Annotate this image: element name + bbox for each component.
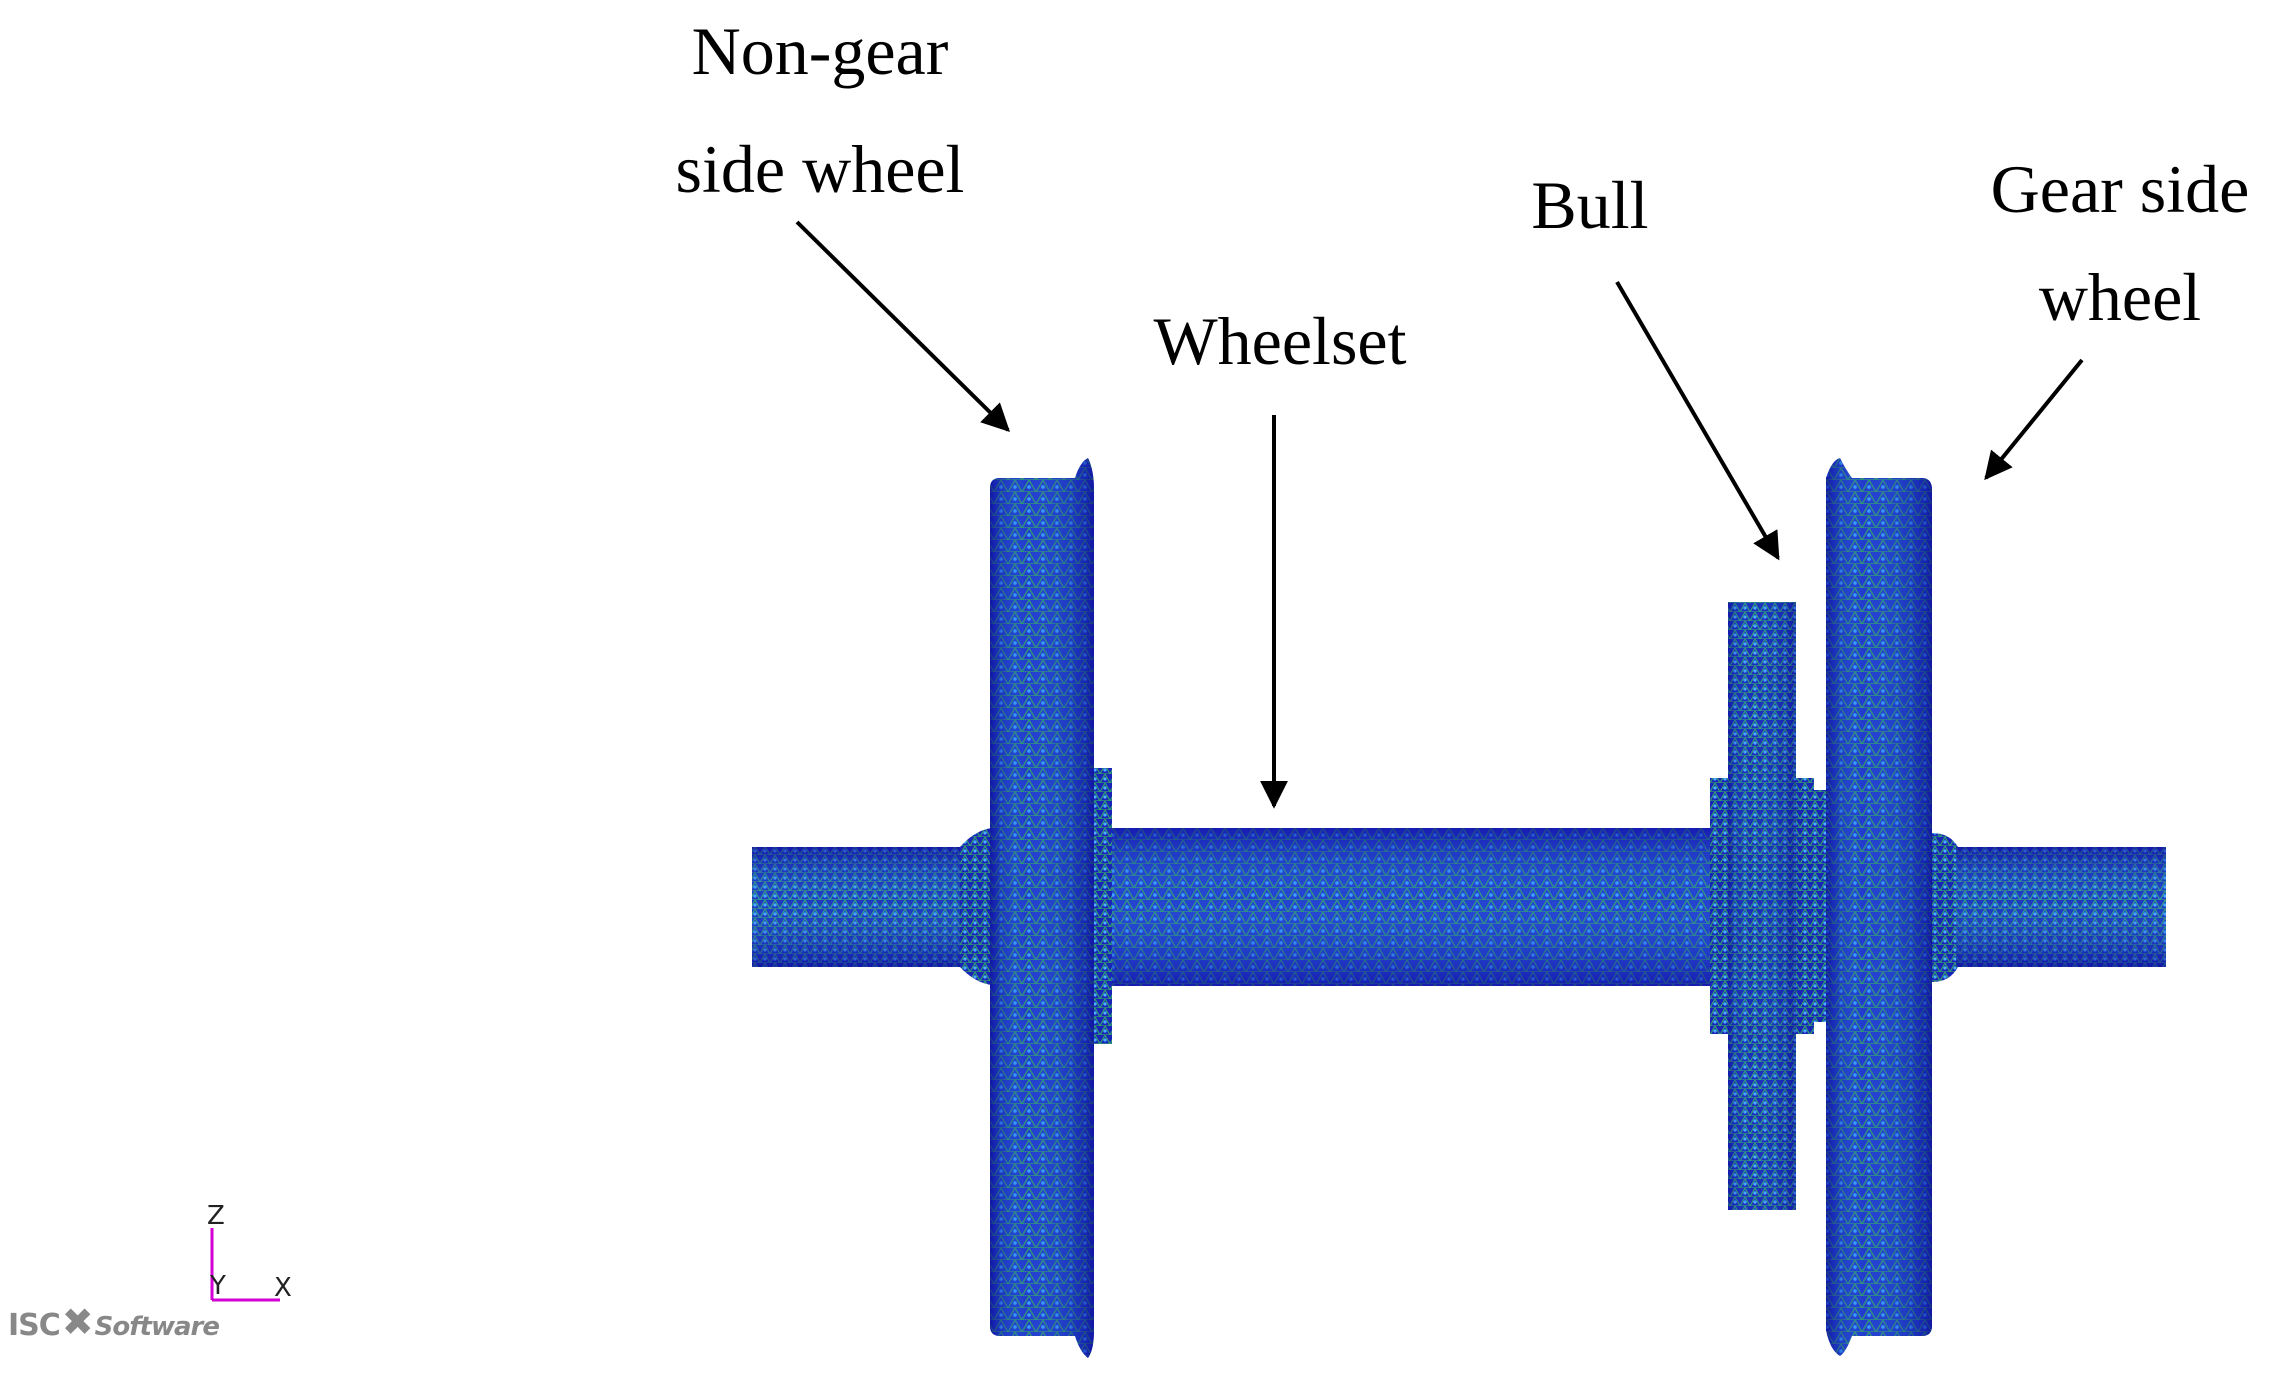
- triad-x-label: X: [274, 1273, 292, 1303]
- gear-side-wheel: [1826, 458, 1932, 1356]
- bull-gear: [1728, 602, 1796, 1210]
- logo-part2: Software: [94, 1312, 220, 1342]
- left-wheel-hub: [1090, 768, 1112, 1044]
- gear-side-wheel-label: Gear side wheel: [1960, 150, 2276, 336]
- bull-label: Bull: [1531, 167, 1649, 243]
- gear-side-wheel-label-line1: Gear side: [1990, 151, 2250, 227]
- bull-arrow: [1615, 280, 1780, 561]
- triad-z-label: Z: [207, 1201, 225, 1231]
- wheelset-label: Wheelset: [1153, 303, 1407, 379]
- isc-software-logo: ISC✖Software: [8, 1300, 220, 1344]
- logo-part1: ISC: [8, 1308, 61, 1343]
- non-gear-wheel-label: Non-gear side wheel: [640, 12, 1000, 208]
- triad-y-label: Y: [209, 1271, 226, 1301]
- coordinate-triad: Z Y X: [207, 1201, 292, 1303]
- right-axle-journal: [1932, 833, 2166, 982]
- axle-body: [1110, 828, 1710, 986]
- non-gear-side-wheel: [990, 458, 1094, 1358]
- non-gear-wheel-label-line2: side wheel: [675, 131, 965, 207]
- non-gear-wheel-label-line1: Non-gear: [691, 13, 949, 89]
- left-axle-journal: [752, 828, 992, 985]
- gear-side-wheel-arrow: [1984, 358, 2084, 481]
- non-gear-wheel-arrow: [795, 220, 1010, 432]
- gear-side-wheel-label-line2: wheel: [2038, 259, 2202, 335]
